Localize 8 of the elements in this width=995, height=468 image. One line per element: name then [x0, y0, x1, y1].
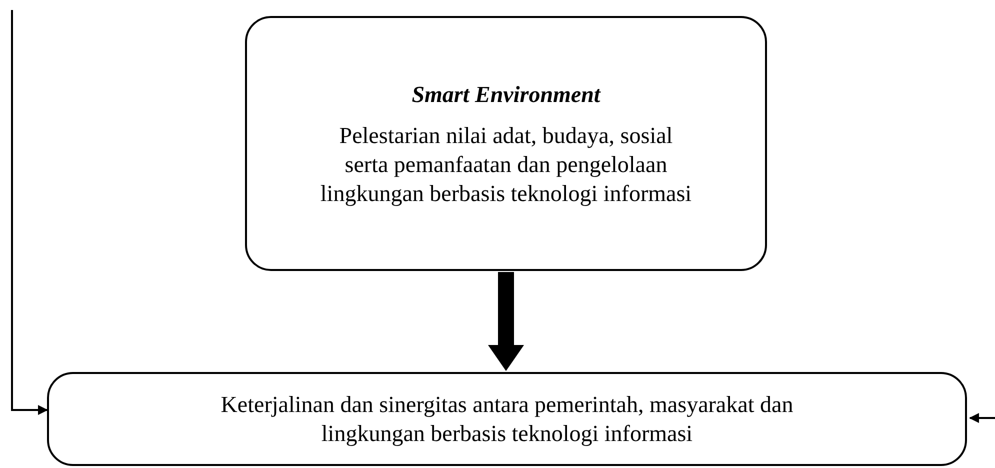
box-text: Keterjalinan dan sinergitas antara pemerintah, masyarakat dan lingkungan berbasis teknologi informasi	[220, 391, 794, 448]
box-heading: Smart Environment	[412, 80, 600, 108]
rounded-box	[245, 16, 767, 271]
block-arrow	[488, 272, 524, 371]
box-text: Pelestarian nilai adat, budaya, sosial serta pemanfaatan dan pengelolaan lingkungan berbasis teknologi informasi	[319, 122, 693, 208]
arrow	[969, 413, 995, 423]
rounded-box	[47, 372, 967, 466]
arrow	[11, 10, 48, 415]
